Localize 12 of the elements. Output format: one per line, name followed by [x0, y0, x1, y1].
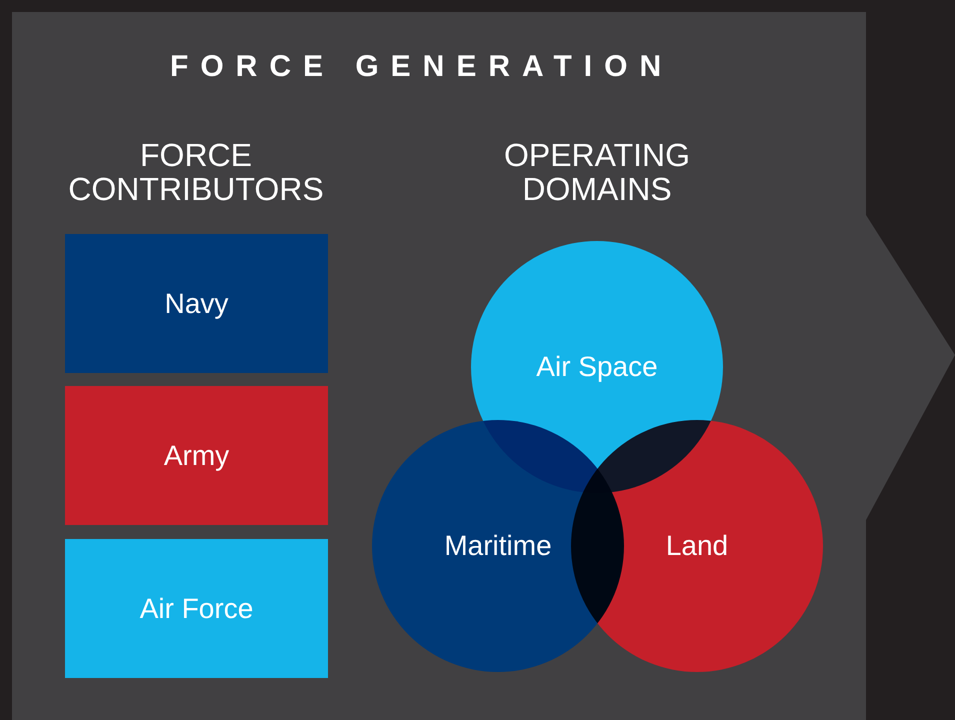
column-heading: OPERATING DOMAINS: [502, 138, 692, 206]
domain-label: Maritime: [444, 530, 552, 562]
domain-label: Air Space: [536, 351, 658, 383]
contributor-label: Army: [164, 440, 230, 472]
title: FORCE GENERATION: [170, 50, 674, 84]
contributor-box: [65, 539, 328, 678]
domain-label: Land: [666, 530, 728, 562]
contributor-box: [65, 386, 328, 525]
contributor-box: [65, 234, 328, 373]
contributor-label: Air Force: [140, 592, 254, 624]
contributor-label: Navy: [164, 288, 228, 320]
column-heading: FORCE CONTRIBUTORS: [67, 138, 325, 206]
